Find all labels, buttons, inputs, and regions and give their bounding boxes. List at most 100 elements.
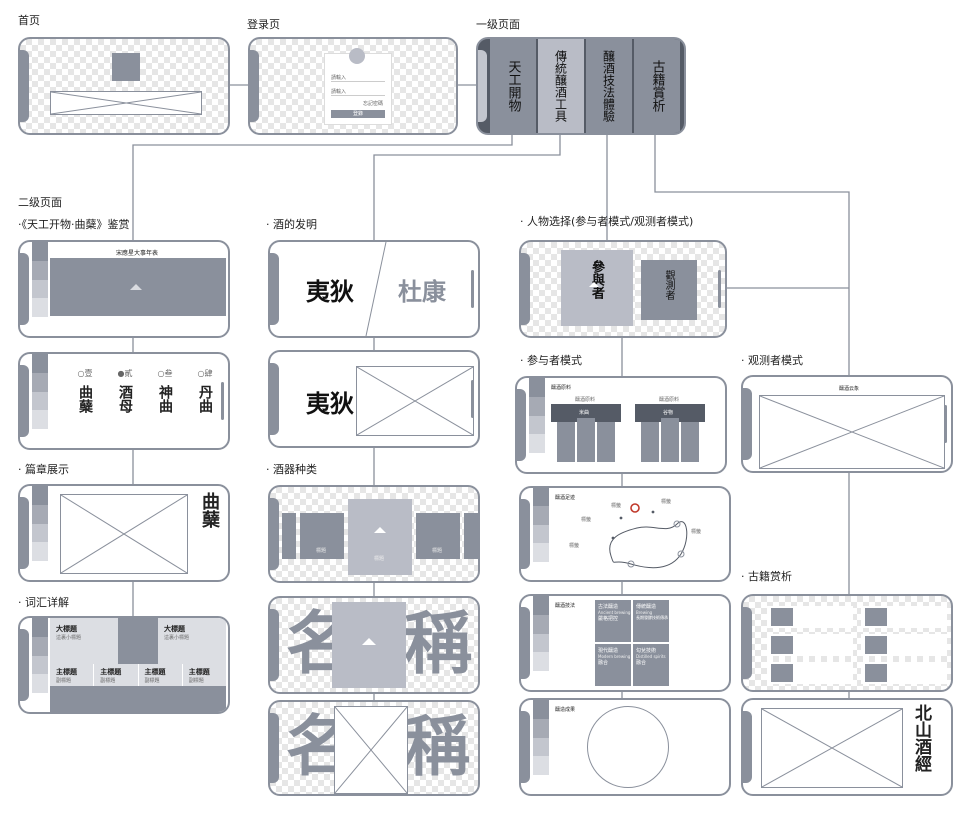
map-pin-label[interactable]: 標籤 bbox=[661, 499, 672, 505]
label-vocab: · 词汇详解 bbox=[18, 596, 69, 609]
technique-title: 釀酒技法 bbox=[555, 603, 576, 609]
participant-card[interactable]: 參與者 bbox=[561, 250, 633, 326]
fermenter-item[interactable]: ○叁 神曲 bbox=[157, 369, 173, 413]
chapter-screen[interactable]: 曲蘖 bbox=[18, 484, 230, 582]
book-title: 北山酒經 bbox=[911, 704, 931, 772]
tiangong-timeline-screen[interactable]: 宋應星大事年表 bbox=[18, 240, 230, 338]
vocab-sub-card[interactable]: 主標題副標題 bbox=[182, 664, 226, 686]
phone-notch bbox=[20, 50, 29, 122]
phone-notch bbox=[20, 253, 29, 325]
avatar-icon bbox=[349, 48, 365, 64]
result-circle[interactable] bbox=[587, 706, 669, 788]
password-field[interactable]: 請輸入 bbox=[331, 89, 347, 95]
name-word-right: 稱 bbox=[404, 604, 473, 684]
observer-screen[interactable]: 釀酒云象 bbox=[741, 375, 953, 473]
map-pin-label[interactable]: 標籤 bbox=[691, 529, 702, 535]
username-field[interactable]: 請輸入 bbox=[331, 75, 347, 81]
map-pin-label[interactable]: 標籤 bbox=[611, 503, 622, 509]
login-screen[interactable]: 請輸入 請輸入 忘記密碼 登錄 bbox=[248, 37, 458, 135]
label-login: 登录页 bbox=[247, 18, 280, 31]
vessel-carousel-screen[interactable]: 標題 標題 標題 bbox=[268, 485, 480, 583]
home-screen[interactable] bbox=[18, 37, 230, 135]
vessel-focus-card[interactable] bbox=[332, 602, 406, 688]
invention-right-name[interactable]: 杜康 bbox=[398, 277, 446, 306]
label-vessel-kind: · 酒器种类 bbox=[266, 463, 317, 476]
vocab-big-card[interactable]: 大標題 這裏小標題 bbox=[50, 618, 118, 664]
map-pin-label[interactable]: 標籤 bbox=[581, 517, 592, 523]
book-card[interactable] bbox=[861, 606, 947, 628]
vessel-image-placeholder bbox=[334, 706, 408, 794]
result-title: 釀造成果 bbox=[555, 707, 576, 713]
timeline-image bbox=[50, 258, 226, 316]
role-select-screen[interactable]: 參與者 觀測者 bbox=[519, 240, 727, 338]
observer-image-placeholder bbox=[759, 395, 945, 469]
invention-split-screen[interactable]: 夷狄 杜康 bbox=[268, 240, 480, 338]
tab-tiangong[interactable]: 天工開物 bbox=[490, 39, 536, 133]
phone-notch bbox=[270, 363, 279, 435]
fermenter-list: ○壹 曲蘖 ●貳 酒母 ○叁 神曲 ○肆 丹曲 bbox=[70, 368, 220, 413]
participant-map-screen[interactable]: 釀酒足迹 標籤 標籤 標籤 標籤 標籤 bbox=[519, 486, 731, 582]
label-home: 首页 bbox=[18, 14, 40, 27]
vocab-big-card[interactable]: 大標題 這裏小標題 bbox=[158, 618, 226, 664]
phone-notch bbox=[270, 253, 279, 325]
phone-notch bbox=[250, 50, 259, 122]
book-card[interactable] bbox=[767, 662, 853, 684]
login-button[interactable]: 登錄 bbox=[331, 110, 385, 118]
vocab-sub-card[interactable]: 主標題副標題 bbox=[94, 664, 139, 686]
book-card[interactable] bbox=[767, 606, 853, 628]
fermenter-item[interactable]: ○壹 曲蘖 bbox=[77, 369, 93, 413]
name-word-right: 稱 bbox=[404, 707, 470, 785]
level1-tabs: 天工開物 傳統釀酒工具 釀酒技法體驗 古籍賞析 bbox=[490, 39, 680, 133]
participant-result-screen[interactable]: 釀造成果 bbox=[519, 698, 731, 796]
observer-card[interactable]: 觀測者 bbox=[641, 260, 697, 320]
tab-ancient-books[interactable]: 古籍賞析 bbox=[634, 39, 680, 133]
label-level1: 一级页面 bbox=[476, 18, 520, 31]
fermenter-select-screen[interactable]: ○壹 曲蘖 ●貳 酒母 ○叁 神曲 ○肆 丹曲 bbox=[18, 352, 230, 450]
invention-left-name[interactable]: 夷狄 bbox=[306, 277, 354, 306]
label-participant: · 参与者模式 bbox=[520, 354, 582, 367]
participant-ingredients-screen[interactable]: 釀酒原料 釀酒原料 米曲 釀酒原料 谷物 bbox=[515, 376, 727, 474]
fermenter-item[interactable]: ●貳 酒母 bbox=[117, 369, 133, 413]
map-pin-label[interactable]: 標籤 bbox=[569, 543, 580, 549]
label-level2: 二级页面 bbox=[18, 196, 62, 209]
vocab-sub-card[interactable]: 主標題副標題 bbox=[50, 664, 95, 686]
active-pin bbox=[630, 503, 640, 513]
phone-notch bbox=[270, 713, 279, 783]
vocab-screen[interactable]: 大標題 這裏小標題 大標題 這裏小標題 主標題副標題 主標題副標題 主標題副標題… bbox=[18, 616, 230, 714]
mountain-icon bbox=[130, 284, 142, 290]
label-tiangong: ·《天工开物·曲蘖》鉴赏 bbox=[18, 218, 130, 231]
forgot-password-link[interactable]: 忘記密碼 bbox=[363, 101, 384, 107]
book-card[interactable] bbox=[767, 634, 853, 656]
phone-notch bbox=[270, 609, 279, 681]
tab-tools[interactable]: 傳統釀酒工具 bbox=[538, 39, 584, 133]
vessel-card-active[interactable]: 標題 bbox=[348, 499, 412, 575]
vessel-name-screen[interactable]: 名 稱 bbox=[268, 596, 480, 694]
vessel-detail-screen[interactable]: 名 稱 bbox=[268, 700, 480, 796]
phone-notch bbox=[20, 497, 29, 569]
vessel-card[interactable]: 標題 bbox=[416, 513, 460, 559]
ancient-books-grid-screen[interactable] bbox=[741, 594, 953, 692]
vocab-sub-card[interactable]: 主標題副標題 bbox=[138, 664, 183, 686]
book-card[interactable] bbox=[861, 634, 947, 656]
tab-technique[interactable]: 釀酒技法體驗 bbox=[586, 39, 632, 133]
vessel-card[interactable]: 標題 bbox=[300, 513, 344, 559]
label-wine-invention: · 酒的发明 bbox=[266, 218, 317, 231]
chapter-image-placeholder bbox=[60, 494, 188, 574]
phone-notch bbox=[743, 607, 752, 679]
book-card[interactable] bbox=[861, 662, 947, 684]
invention-detail-screen[interactable]: 夷狄 bbox=[268, 350, 480, 448]
north-mountain-screen[interactable]: 北山酒經 bbox=[741, 698, 953, 796]
level1-screen[interactable]: 天工開物 傳統釀酒工具 釀酒技法體驗 古籍賞析 bbox=[476, 37, 686, 135]
fermenter-item[interactable]: ○肆 丹曲 bbox=[197, 369, 213, 413]
phone-notch bbox=[743, 711, 752, 783]
ingredient-card[interactable]: 釀酒原料 谷物 bbox=[635, 394, 705, 464]
ingredient-card[interactable]: 釀酒原料 米曲 bbox=[551, 394, 621, 464]
label-ancient-books: · 古籍赏析 bbox=[741, 570, 792, 583]
